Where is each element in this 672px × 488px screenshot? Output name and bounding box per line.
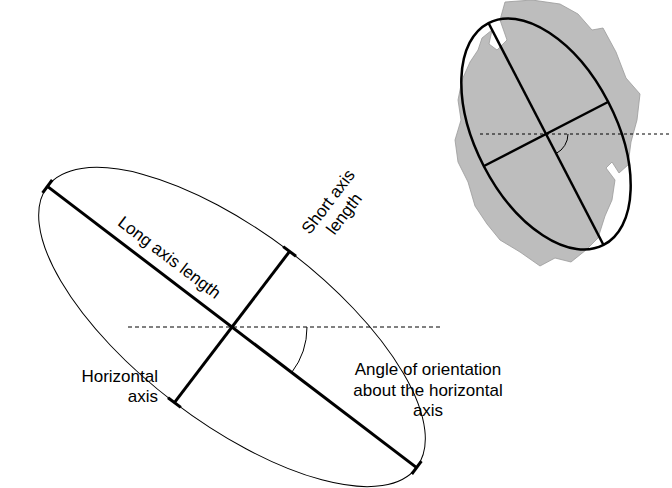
axis-tick bbox=[168, 398, 181, 408]
fitted-ellipse bbox=[426, 0, 665, 277]
axis-tick bbox=[412, 461, 422, 474]
long-axis bbox=[47, 186, 416, 467]
ellipse-outline bbox=[0, 111, 474, 488]
short-axis bbox=[484, 102, 608, 166]
axis-tick bbox=[283, 247, 296, 257]
horizontal-reference bbox=[128, 327, 440, 328]
axis-label: Long axis length bbox=[113, 213, 224, 304]
angle-label: Angle of orientation about the horizonta… bbox=[353, 360, 503, 421]
angle-arc bbox=[556, 134, 568, 154]
region-blob bbox=[455, 0, 640, 266]
angle-arc bbox=[292, 327, 307, 373]
axis-label: Horizontal axis bbox=[58, 367, 158, 408]
axis-label: Short axis length bbox=[290, 156, 383, 260]
axis-tick bbox=[43, 180, 53, 193]
horizontal-reference bbox=[480, 134, 672, 135]
